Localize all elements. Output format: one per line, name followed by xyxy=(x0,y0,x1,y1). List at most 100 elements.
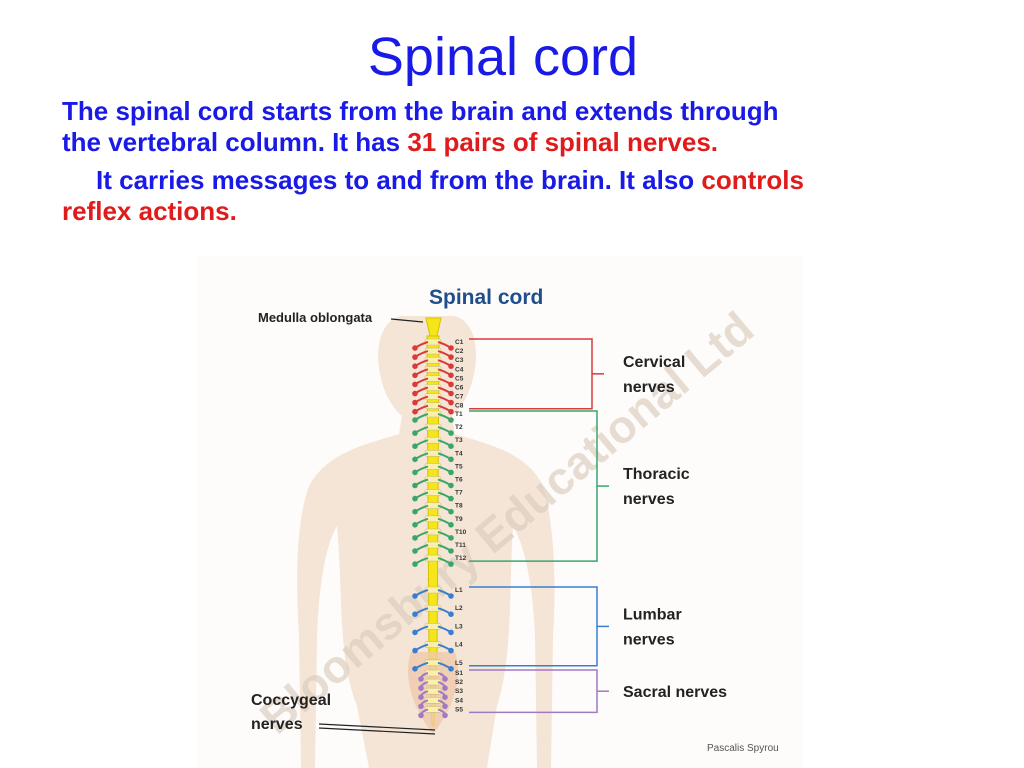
nerve-end-right-t6 xyxy=(448,482,454,489)
nerve-end-right-c6 xyxy=(448,390,454,397)
nerve-end-left-s3 xyxy=(418,694,424,700)
coccygeal-label-line1: Coccygeal xyxy=(251,692,331,709)
nerve-end-right-c5 xyxy=(448,381,454,388)
nerve-end-right-c7 xyxy=(448,399,454,406)
nerve-end-right-t8 xyxy=(448,508,454,515)
segment-label-s1: S1 xyxy=(455,670,463,677)
nerve-end-right-t2 xyxy=(448,430,454,436)
highlight-31: 31 xyxy=(407,127,437,157)
segment-label-c5: C5 xyxy=(455,375,464,382)
segment-label-t2: T2 xyxy=(455,424,463,431)
segment-label-s3: S3 xyxy=(455,688,463,695)
segment-label-s2: S2 xyxy=(455,679,463,686)
figure-title: Spinal cord xyxy=(429,286,543,309)
nerve-end-right-s2 xyxy=(442,685,448,691)
credit-text: Pascalis Spyrou xyxy=(707,743,779,754)
nerve-end-right-c1 xyxy=(448,345,454,351)
intro-line-1: The spinal cord starts from the brain an… xyxy=(62,96,779,126)
nerve-end-right-t7 xyxy=(448,495,454,502)
segment-label-l2: L2 xyxy=(455,605,463,612)
segment-label-l5: L5 xyxy=(455,660,463,667)
nerve-end-left-l1 xyxy=(412,593,418,599)
nerve-end-left-l3 xyxy=(412,629,418,636)
segment-label-t6: T6 xyxy=(455,477,463,484)
nerve-end-right-t4 xyxy=(448,456,454,463)
nerve-end-left-t10 xyxy=(412,535,418,541)
nerve-end-left-t1 xyxy=(412,417,418,423)
nerve-end-right-t5 xyxy=(448,469,454,476)
nerve-end-right-t3 xyxy=(448,443,454,449)
segment-label-t9: T9 xyxy=(455,516,463,523)
group-label-2-line1: Thoracic xyxy=(623,466,690,483)
segment-label-l1: L1 xyxy=(455,587,463,594)
segment-label-t8: T8 xyxy=(455,503,463,510)
nerve-end-left-t6 xyxy=(412,482,418,489)
nerve-end-left-t5 xyxy=(412,469,418,476)
nerve-end-left-c3 xyxy=(412,363,418,369)
nerve-end-left-c2 xyxy=(412,354,418,360)
segment-label-s5: S5 xyxy=(455,706,463,713)
segment-label-t4: T4 xyxy=(455,450,463,457)
group-label-1-line2: nerves xyxy=(623,379,675,396)
nerve-end-left-l5 xyxy=(412,666,418,672)
nerve-end-right-l3 xyxy=(448,629,454,636)
nerve-end-left-c6 xyxy=(412,390,418,397)
medulla-label: Medulla oblongata xyxy=(258,310,373,325)
nerve-end-right-c4 xyxy=(448,372,454,379)
coccygeal-label-line2: nerves xyxy=(251,716,303,733)
segment-label-l4: L4 xyxy=(455,642,463,649)
nerve-end-right-c8 xyxy=(448,408,454,415)
nerve-end-left-t4 xyxy=(412,456,418,463)
nerve-end-right-l2 xyxy=(448,611,454,617)
segment-label-t10: T10 xyxy=(455,529,467,536)
segment-label-t3: T3 xyxy=(455,437,463,444)
nerve-end-right-s5 xyxy=(442,712,448,719)
group-label-3-line2: nerves xyxy=(623,631,675,648)
nerve-end-left-l4 xyxy=(412,647,418,654)
nerve-end-left-l2 xyxy=(412,611,418,617)
nerve-end-left-c8 xyxy=(412,408,418,415)
group-label-1-line1: Cervical xyxy=(623,354,685,371)
nerve-end-right-s4 xyxy=(442,703,448,710)
nerve-end-left-c1 xyxy=(412,345,418,351)
segment-label-c4: C4 xyxy=(455,366,464,373)
coccygeal-pointer-2 xyxy=(318,727,436,735)
bracket-1 xyxy=(469,338,593,410)
intro-line-2a: the vertebral column. It has xyxy=(62,127,408,157)
nerve-end-right-l1 xyxy=(448,593,454,599)
highlight-reflex: reflex actions. xyxy=(62,196,237,226)
segment-label-t5: T5 xyxy=(455,463,463,470)
nerve-end-left-c7 xyxy=(412,399,418,406)
slide-title: Spinal cord xyxy=(367,27,639,87)
nerve-end-right-c2 xyxy=(448,354,454,360)
group-label-4-line1: Sacral nerves xyxy=(623,684,727,701)
segment-label-l3: L3 xyxy=(455,623,463,630)
nerve-end-right-t12 xyxy=(448,561,454,567)
nerve-end-left-s4 xyxy=(418,703,424,710)
nerve-end-left-c5 xyxy=(412,381,418,388)
nerve-end-right-s1 xyxy=(442,676,448,682)
highlight-controls: controls xyxy=(701,165,804,195)
intro-paragraph: The spinal cord starts from the brain an… xyxy=(62,96,962,158)
group-label-2-line2: nerves xyxy=(623,491,675,508)
nerve-end-right-l4 xyxy=(448,647,454,654)
nerve-end-left-t2 xyxy=(412,430,418,436)
nerve-end-left-s2 xyxy=(418,685,424,691)
segment-label-s4: S4 xyxy=(455,697,463,704)
nerve-end-left-s1 xyxy=(418,676,424,682)
nerve-end-right-t1 xyxy=(448,417,454,423)
nerve-end-right-t11 xyxy=(448,548,454,554)
segment-label-t12: T12 xyxy=(455,555,467,562)
nerve-end-right-s3 xyxy=(442,694,448,700)
nerve-end-left-c4 xyxy=(412,372,418,379)
nerve-end-left-t12 xyxy=(412,561,418,567)
nerve-end-right-t10 xyxy=(448,535,454,541)
medulla-pointer xyxy=(390,318,424,323)
segment-label-c8: C8 xyxy=(455,403,464,410)
nerve-end-left-t11 xyxy=(412,548,418,554)
nerve-end-left-t7 xyxy=(412,495,418,502)
nerve-end-left-s5 xyxy=(418,712,424,719)
segment-label-t11: T11 xyxy=(455,542,466,549)
highlight-pairs: pairs of spinal nerves. xyxy=(436,127,719,157)
coccygeal-pointer-1 xyxy=(318,723,436,731)
